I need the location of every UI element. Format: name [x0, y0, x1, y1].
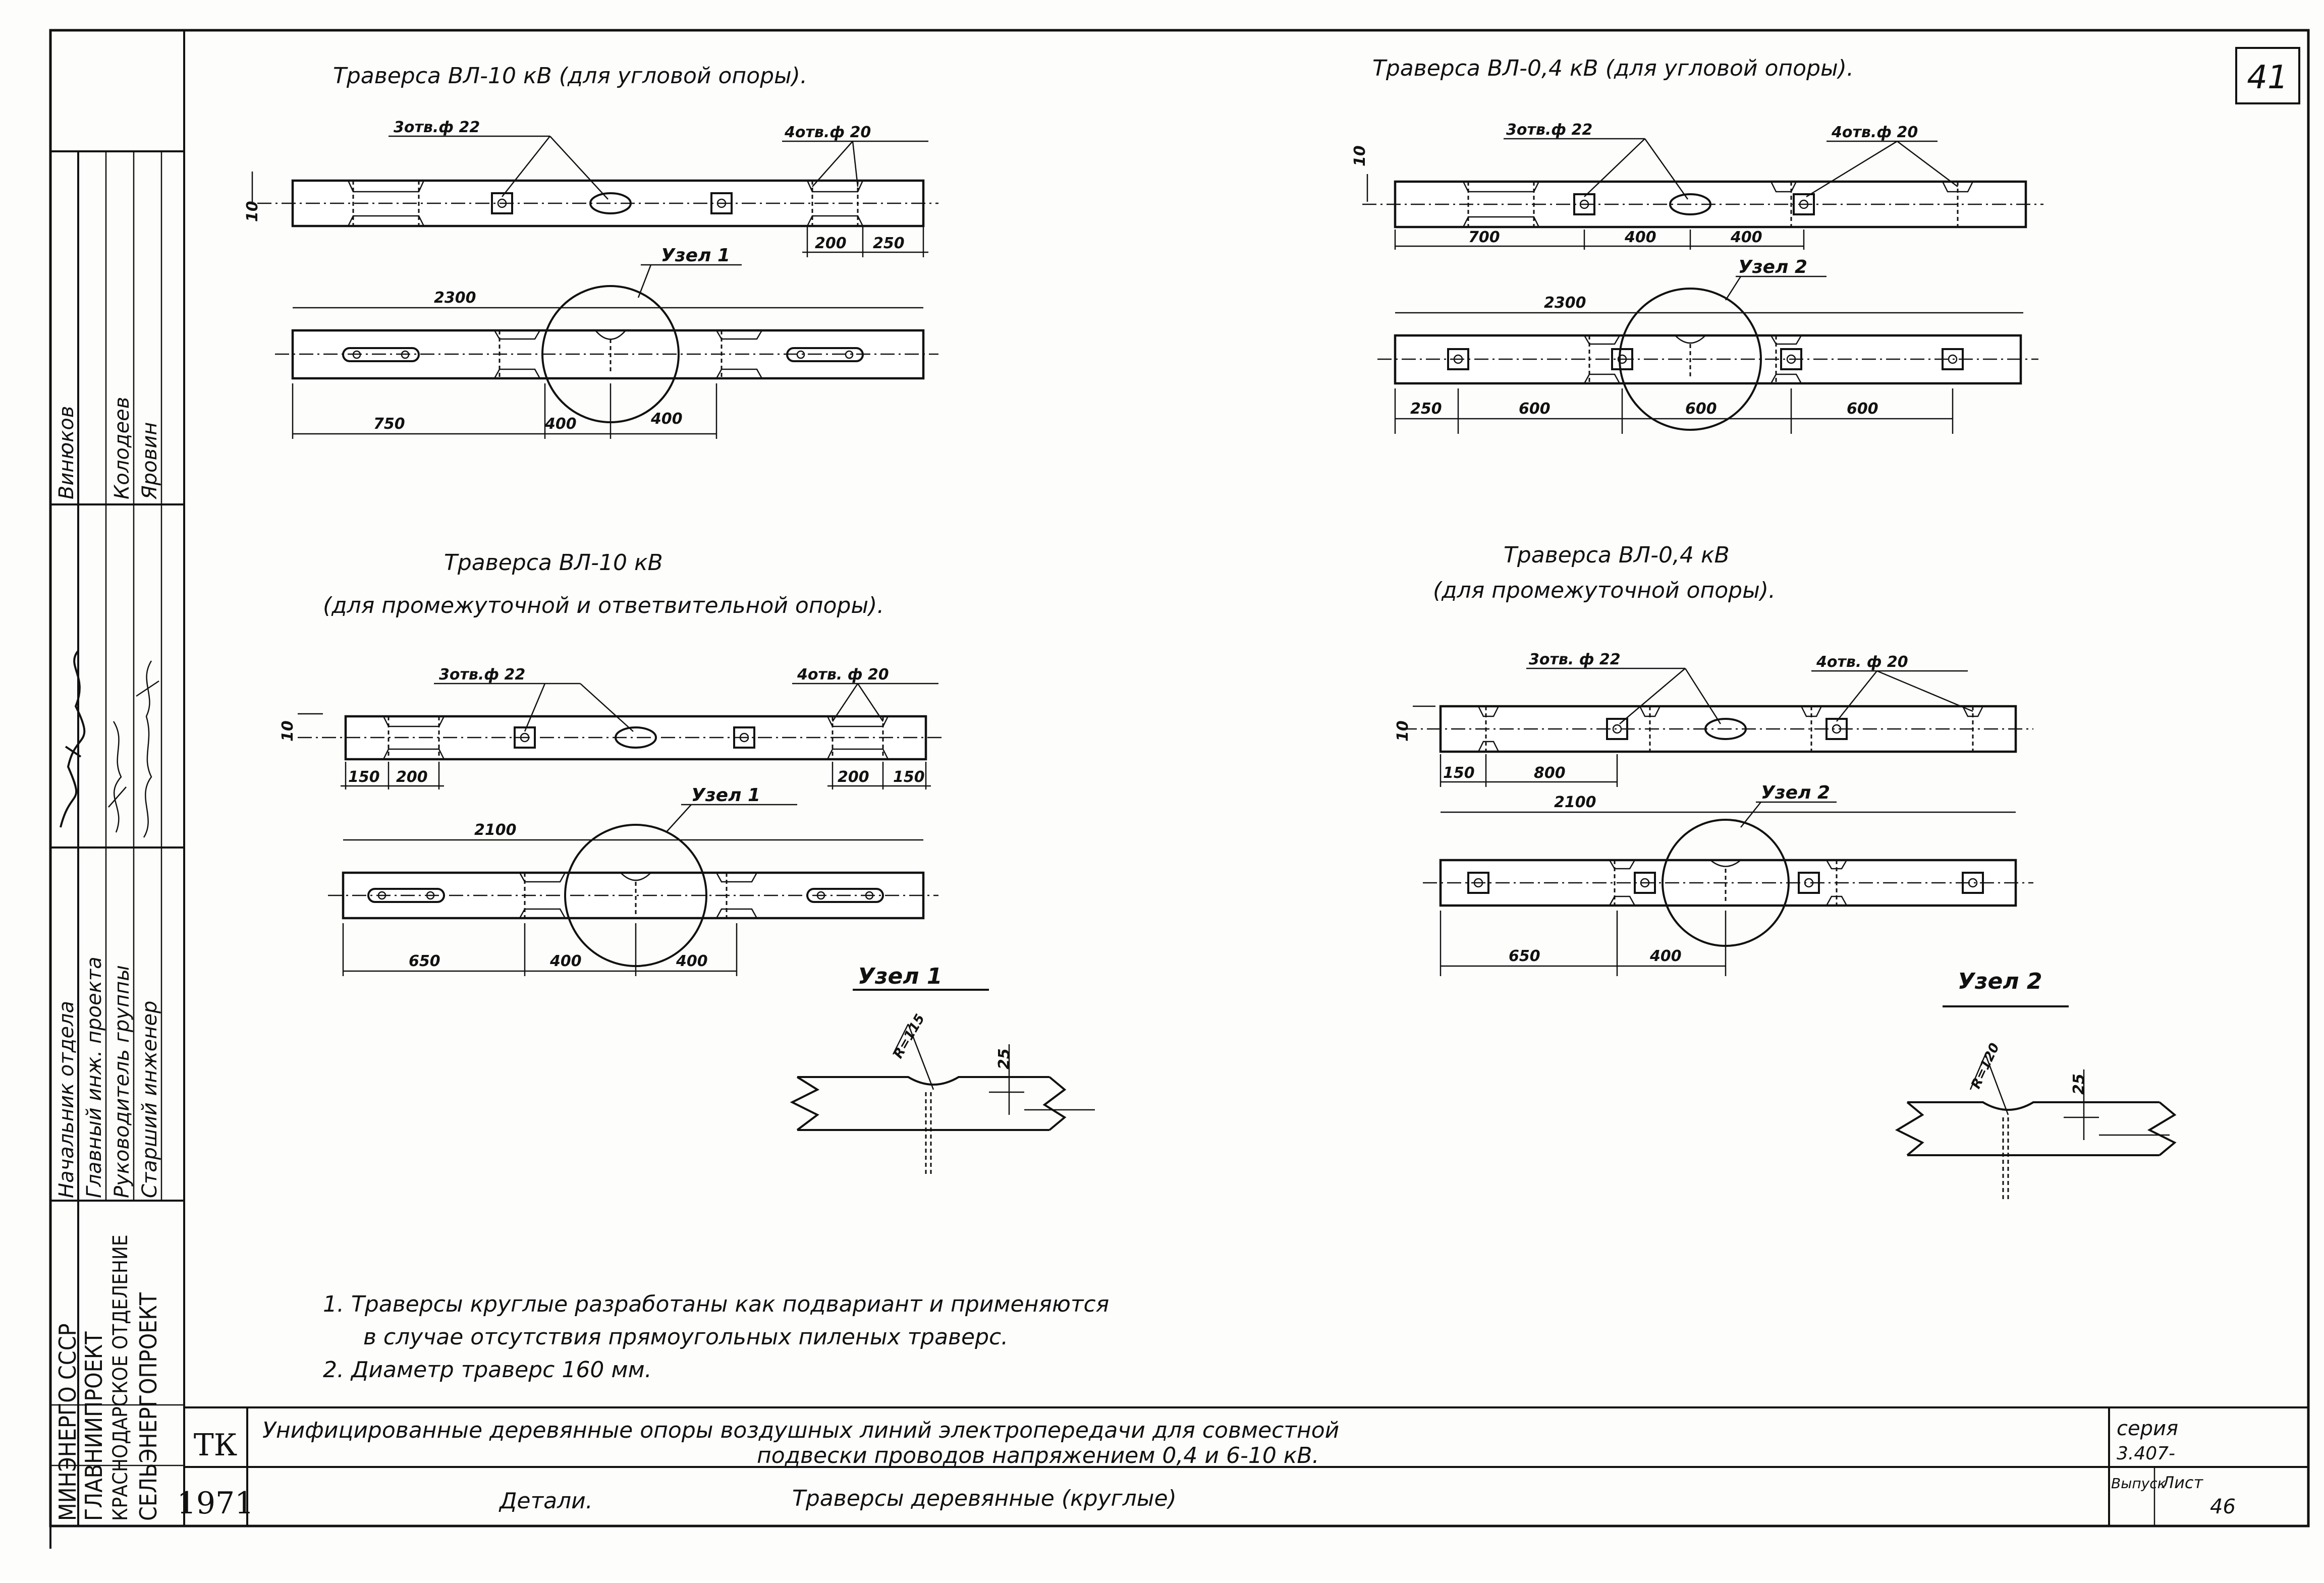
ml-top-bar — [344, 715, 927, 761]
tl-holes-a: 3отв.ф 22 — [394, 119, 480, 136]
ml-thickness: 10 — [279, 720, 297, 742]
tr-total: 2300 — [1544, 294, 1586, 312]
mr-holes-b: 4отв. ф 20 — [1816, 653, 1908, 671]
ml-dim-150a: 150 — [348, 768, 380, 786]
node1-title: Узел 1 — [858, 964, 943, 989]
stamp-description-line2: подвески проводов напряжением 0,4 и 6-10… — [757, 1443, 1319, 1468]
stamp-issue-label: Выпуск — [2111, 1475, 2166, 1492]
ml-dim-400a: 400 — [549, 952, 582, 970]
stamp-series-label: серия — [2117, 1417, 2178, 1440]
bottom-title-block — [184, 1406, 2308, 1526]
detail-node2: Узел 2 R=120 25 — [1895, 969, 2177, 1201]
tr-thickness: 10 — [1351, 145, 1369, 166]
stamp-code: ТК — [194, 1428, 237, 1463]
org-minenergo: МИНЭНЕРГО СССР — [54, 1323, 81, 1521]
tr-bottom-bar — [1394, 334, 2022, 385]
stamp-year: 1971 — [177, 1486, 254, 1521]
mr-dim-150: 150 — [1443, 764, 1475, 782]
stamp-description-line1: Унифицированные деревянные опоры воздушн… — [262, 1418, 1339, 1443]
crossarm-tr: Траверса ВЛ-0,4 кВ (для угловой опоры). … — [1351, 55, 2043, 434]
node1-radius: R=115 — [891, 1011, 928, 1061]
role-group-lead: Руководитель группы — [110, 965, 134, 1198]
ml-bottom-bar — [342, 871, 925, 920]
org-glavniiproekt: ГЛАВНИИПРОЕКТ — [80, 1331, 107, 1521]
note-2: 2. Диаметр траверс 160 мм. — [323, 1357, 652, 1383]
mr-title-line2: (для промежуточной опоры). — [1433, 578, 1776, 603]
mr-dim-650: 650 — [1509, 947, 1540, 965]
mr-dim-400: 400 — [1649, 947, 1682, 965]
stamp-series-value: 3.407- — [2117, 1443, 2175, 1464]
tr-dim-400a: 400 — [1624, 229, 1656, 246]
tr-dim-600b: 600 — [1685, 400, 1717, 418]
crossarm-mr: Траверса ВЛ-0,4 кВ (для промежуточной оп… — [1394, 542, 2033, 976]
sheet-frame — [49, 29, 2310, 1549]
node2-title: Узел 2 — [1958, 969, 2042, 994]
role-chief-engineer: Главный инж. проекта — [83, 956, 106, 1198]
tl-dim-400b: 400 — [650, 410, 683, 428]
sheet-number: 41 — [2247, 59, 2288, 96]
signatures — [60, 650, 159, 838]
ml-dim-650: 650 — [409, 952, 440, 970]
tl-dim-250: 250 — [873, 235, 905, 252]
node1-depth: 25 — [995, 1048, 1013, 1069]
name-yarovin: Яровин — [138, 422, 161, 500]
stamp-details-label: Детали. — [499, 1488, 593, 1514]
tr-holes-b: 4отв.ф 20 — [1831, 124, 1918, 141]
org-krasnodar: КРАСНОДАРСКОЕ ОТДЕЛЕНИЕ — [109, 1234, 132, 1521]
mr-thickness: 10 — [1394, 720, 1412, 742]
mr-title-line1: Траверса ВЛ-0,4 кВ — [1504, 542, 1730, 568]
stamp-sheet-value: 46 — [2210, 1495, 2236, 1518]
role-head-dept: Начальник отдела — [55, 1001, 78, 1198]
tr-dim-250: 250 — [1410, 400, 1442, 418]
name-kolodeev: Колодеев — [110, 397, 134, 499]
ml-dim-150b: 150 — [893, 768, 925, 786]
tr-dim-600a: 600 — [1519, 400, 1551, 418]
mr-total: 2100 — [1554, 794, 1596, 811]
tl-holes-b: 4отв.ф 20 — [784, 124, 871, 141]
crossarm-tl: Траверса ВЛ-10 кВ (для угловой опоры). 3… — [244, 63, 938, 439]
ml-dim-200b: 200 — [838, 768, 869, 786]
tr-node: Узел 2 — [1738, 257, 1807, 277]
node2-depth: 25 — [2070, 1073, 2088, 1095]
tr-dim-600c: 600 — [1847, 400, 1878, 418]
node2-radius: R=120 — [1968, 1041, 2003, 1091]
ml-title-line1: Траверса ВЛ-10 кВ — [444, 550, 663, 576]
name-vinyukov: Винюков — [55, 406, 78, 499]
tl-title: Траверса ВЛ-10 кВ (для угловой опоры). — [333, 63, 807, 89]
ml-total: 2100 — [474, 821, 517, 839]
tl-dim-750: 750 — [373, 415, 405, 433]
mr-node: Узел 2 — [1761, 782, 1830, 803]
tl-total: 2300 — [434, 289, 476, 307]
role-senior-engineer: Старший инженер — [138, 1001, 161, 1198]
notes: 1. Траверсы круглые разработаны как подв… — [323, 1291, 1109, 1383]
note-1: 1. Траверсы круглые разработаны как подв… — [323, 1291, 1109, 1317]
ml-dim-400b: 400 — [676, 952, 708, 970]
tr-dim-700: 700 — [1468, 229, 1500, 246]
ml-title-line2: (для промежуточной и ответвительной опор… — [323, 593, 884, 618]
ml-holes-a: 3отв.ф 22 — [439, 666, 525, 684]
tr-node-circle — [1619, 288, 1762, 431]
crossarm-ml: Траверса ВЛ-10 кВ (для промежуточной и о… — [279, 550, 944, 976]
tr-title: Траверса ВЛ-0,4 кВ (для угловой опоры). — [1372, 55, 1854, 81]
mr-dim-800: 800 — [1534, 764, 1566, 782]
tl-thickness: 10 — [244, 201, 261, 222]
stamp-sheet-label: Лист — [2162, 1473, 2203, 1492]
org-selenergoproekt: СЕЛЬЭНЕРГОПРОЕКТ — [135, 1292, 162, 1521]
note-1-cont: в случае отсутствия прямоугольных пилены… — [363, 1324, 1008, 1350]
ml-holes-b: 4отв. ф 20 — [797, 666, 889, 684]
tl-dim-400a: 400 — [544, 415, 577, 433]
tr-holes-a: 3отв.ф 22 — [1506, 121, 1592, 139]
tl-node: Узел 1 — [661, 245, 730, 266]
mr-holes-a: 3отв. ф 22 — [1529, 651, 1621, 668]
ml-dim-200a: 200 — [396, 768, 428, 786]
side-title-block — [50, 30, 185, 1526]
tr-dim-400b: 400 — [1730, 229, 1762, 246]
stamp-details-title: Траверсы деревянные (круглые) — [792, 1486, 1177, 1511]
tl-dim-200: 200 — [815, 235, 847, 252]
detail-node1: Узел 1 R=115 25 — [790, 964, 1095, 1175]
ml-node: Узел 1 — [691, 785, 760, 806]
